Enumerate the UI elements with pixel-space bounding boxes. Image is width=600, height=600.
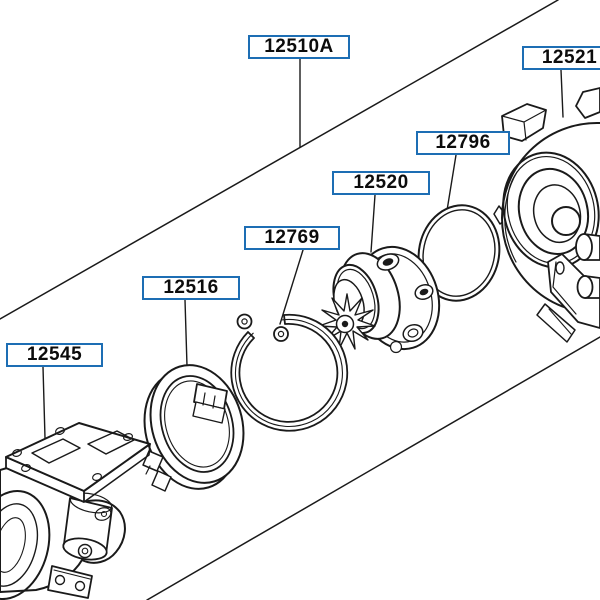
snap-ring-eyelet-left [236,313,253,330]
part-number-label-12510A[interactable]: 12510A [248,35,350,59]
housing-bracket [536,303,576,343]
disc-boss-right [414,283,434,301]
part-drawing-12516 [142,364,245,492]
flange-plate [5,422,151,492]
disc-stud [389,340,403,354]
part-number-label-12796[interactable]: 12796 [416,131,510,155]
part-drawing-12520 [318,245,441,354]
part-number-label-12516[interactable]: 12516 [142,276,240,300]
part-drawing-12521 [493,87,600,343]
leader-12520 [370,194,376,253]
boundary-line-bottom [146,336,600,600]
leader-12769 [279,249,304,325]
part-drawing-12796 [417,204,501,302]
part-drawing-12769 [230,313,349,432]
flange-window [31,438,81,464]
bracket-hole [54,574,66,586]
snap-ring-band [230,313,349,432]
part-number-label-12520[interactable]: 12520 [332,171,430,195]
inlet-rings [502,151,600,269]
boundary-line-top [0,0,559,320]
bracket-hole [74,580,86,592]
o-ring-outer [417,204,501,302]
disc-boss-top [376,253,400,271]
part-number-label-12545[interactable]: 12545 [6,343,103,367]
part-number-label-12521[interactable]: 12521 [522,46,600,70]
leader-12521 [560,69,564,118]
flange-bolt-holes [12,427,133,481]
disc-boss-lower [402,323,424,343]
flange-window [87,430,135,455]
clamp-tab-lower [151,470,172,492]
housing-flange [547,253,600,329]
leader-12516 [184,299,188,367]
part-number-label-12769[interactable]: 12769 [244,226,340,250]
leader-12545 [42,366,46,439]
snap-ring-eyelet-right [273,326,289,342]
part-drawing-12545 [0,422,151,600]
bottom-bracket [47,565,93,599]
flange-hole [555,261,565,275]
duct-ring-outer [0,489,51,600]
o-ring-inner [422,209,496,297]
leader-lines [42,58,564,439]
housing-tab-top-right [575,87,600,119]
body-boss [94,507,112,521]
inlet-bore [551,206,581,236]
